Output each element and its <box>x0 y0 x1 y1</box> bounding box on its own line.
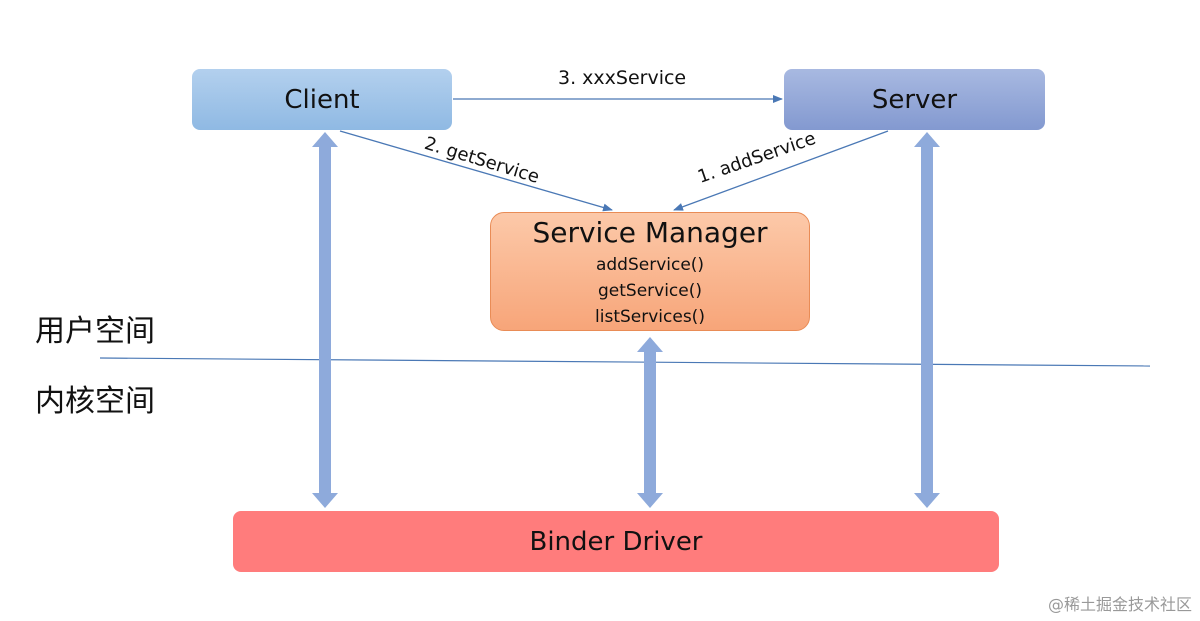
client-node: Client <box>192 69 452 130</box>
client-label: Client <box>284 84 360 115</box>
server-label: Server <box>871 84 958 115</box>
service-manager-node: Service Manager addService() getService(… <box>490 212 810 331</box>
binder-driver-label: Binder Driver <box>529 526 703 557</box>
method-get-service: getService() <box>597 280 702 301</box>
user-space-label: 用户空间 <box>35 314 155 349</box>
kernel-space-label: 内核空间 <box>35 384 155 419</box>
arrow-server-to-service-manager <box>673 130 889 211</box>
method-add-service: addService() <box>595 254 705 275</box>
binder-driver-node: Binder Driver <box>233 511 999 572</box>
service-manager-title: Service Manager <box>532 215 768 249</box>
arrow-server-binder <box>914 132 940 508</box>
user-kernel-divider <box>99 357 1151 367</box>
watermark-text: @稀土掘金技术社区 <box>1047 595 1192 614</box>
arrow-client-binder <box>312 132 338 508</box>
arrow-client-to-service-manager <box>339 130 613 212</box>
method-list-services: listServices() <box>595 306 705 327</box>
server-node: Server <box>784 69 1045 130</box>
arrow-service-manager-binder <box>637 337 663 508</box>
edge-label-xxx-service: 3. xxxService <box>558 67 687 89</box>
